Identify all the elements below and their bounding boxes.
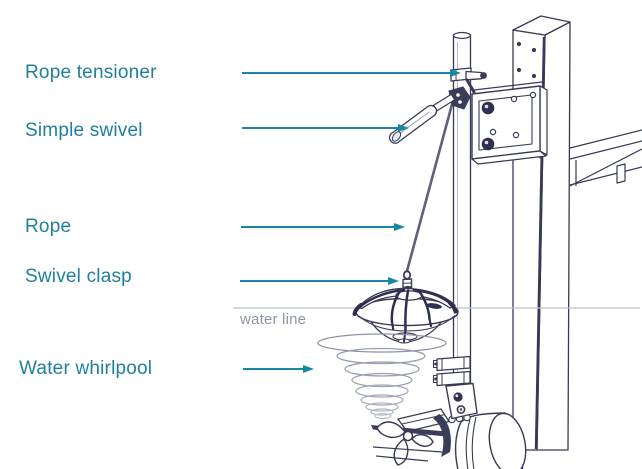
pipe-clamp <box>432 355 471 387</box>
simple-swivel-part <box>388 86 471 144</box>
mounting-bracket <box>471 81 548 165</box>
arrow-rope-tensioner <box>242 69 461 77</box>
float-disc <box>352 287 459 344</box>
arrow-swivel-clasp <box>240 277 399 285</box>
label-simple-swivel: Simple swivel <box>25 120 143 141</box>
fence-rail <box>569 129 642 187</box>
arrow-rope <box>241 223 405 231</box>
label-rope: Rope <box>25 216 72 237</box>
arrow-simple-swivel <box>242 124 409 132</box>
label-rope-tensioner: Rope tensioner <box>25 62 157 83</box>
rope-part <box>405 95 456 273</box>
water-whirlpool-part <box>317 333 447 420</box>
pump <box>371 382 527 469</box>
label-water-line: water line <box>240 311 307 328</box>
label-swivel-clasp: Swivel clasp <box>25 266 132 287</box>
label-water-whirlpool: Water whirlpool <box>19 358 153 379</box>
wooden-post <box>512 15 571 451</box>
arrow-water-whirlpool <box>243 365 314 373</box>
annotation-arrows <box>240 69 461 373</box>
